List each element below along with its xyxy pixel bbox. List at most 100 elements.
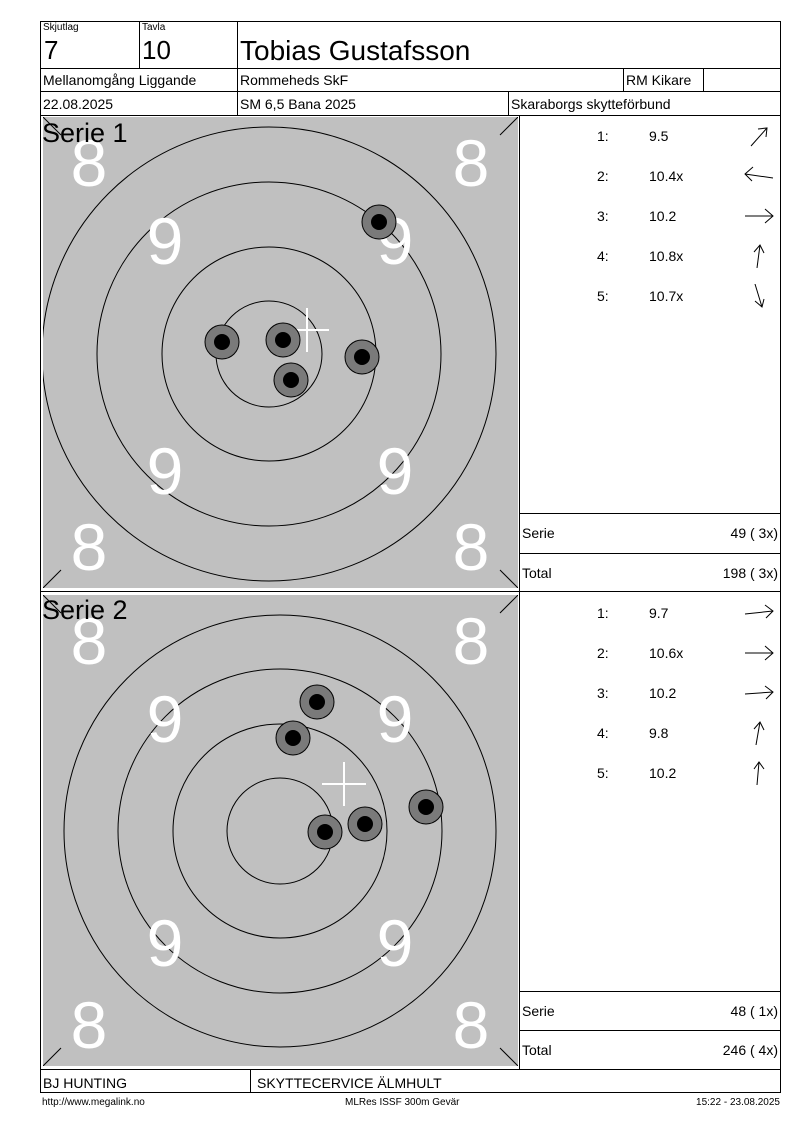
class-name: RM Kikare [626,72,692,88]
shot-value: 10.2 [649,765,677,781]
ring-8 [63,614,497,1048]
hit-marker [347,806,383,842]
target-serie-2: 8 8 9 9 9 9 8 8 [43,595,518,1066]
hit-marker [204,324,240,360]
ring-number: 9 [147,682,184,756]
shot-number: 4: [597,248,609,264]
shot-number: 4: [597,725,609,741]
ring-8 [43,126,497,582]
target-serie-1: 8 8 9 9 9 9 8 8 [43,117,518,588]
shot-number: 5: [597,765,609,781]
footer-url[interactable]: http://www.megalink.no [42,1097,145,1108]
shot-value: 10.8x [649,248,684,264]
ring-number: 8 [453,988,490,1062]
shot-number: 1: [597,128,609,144]
total-score: 246 ( 4x) [722,1042,778,1058]
shot-value: 10.2 [649,685,677,701]
shot-value: 9.7 [649,605,669,621]
shot-row: 3: 10.2 [521,204,779,226]
arrow-up-icon [753,244,765,268]
serie-score: 48 ( 1x) [730,1003,778,1019]
serie-label: Serie [522,525,555,541]
ring-9 [96,181,442,527]
hit-marker [408,789,444,825]
shot-value: 10.2 [649,208,677,224]
shot-row: 2: 10.6x [521,641,779,663]
shot-number: 1: [597,605,609,621]
skjutlag-value: 7 [44,35,59,65]
shot-row: 1: 9.7 [521,601,779,623]
shot-row: 3: 10.2 [521,681,779,703]
target-background [43,595,518,1066]
hit-marker [265,322,301,358]
hit-marker [361,204,397,240]
print-timestamp: 15:22 - 23.08.2025 [696,1097,780,1108]
arrow-up-icon [753,761,765,785]
competition-name: SM 6,5 Bana 2025 [240,96,356,112]
ring-number: 8 [71,126,108,200]
ring-number: 9 [377,682,414,756]
shot-number: 5: [597,288,609,304]
shot-value: 10.6x [649,645,684,661]
total-label: Total [522,1042,552,1058]
sponsor-left: BJ HUNTING [43,1075,127,1091]
shot-row: 5: 10.2 [521,761,779,785]
shot-number: 3: [597,685,609,701]
ring-number: 9 [147,204,184,278]
shot-row: 4: 9.8 [521,721,779,745]
club-name: Rommeheds SkF [240,72,349,88]
hit-marker [275,720,311,756]
shot-row: 4: 10.8x [521,244,779,268]
ring-number: 9 [147,906,184,980]
skjutlag-label: Skjutlag [43,22,79,33]
sponsor-right: SKYTTECERVICE ÄLMHULT [257,1075,442,1091]
shot-number: 2: [597,645,609,661]
arrow-right-icon [745,208,774,224]
total-score: 198 ( 3x) [722,565,778,581]
shot-row: 1: 9.5 [521,124,779,147]
total-label: Total [522,565,552,581]
shot-number: 3: [597,208,609,224]
arrow-right-icon [744,685,774,700]
ring-9 [117,668,443,994]
ring-10 [172,723,388,939]
arrow-left-icon [744,166,774,182]
ring-number: 8 [71,604,108,678]
shot-number: 2: [597,168,609,184]
ring-number: 8 [453,126,490,200]
hit-marker [273,362,309,398]
series-title: Serie 2 [42,595,128,625]
shot-row: 2: 10.4x [521,164,779,186]
arrow-up-icon [753,721,765,745]
shot-value: 10.4x [649,168,684,184]
tavla-label: Tavla [142,22,166,33]
shot-value: 9.8 [649,725,669,741]
ring-number: 9 [147,434,184,508]
organizer-name: Skaraborgs skytteförbund [511,96,671,112]
shot-row: 5: 10.7x [521,284,779,308]
arrow-up-right-icon [750,127,768,147]
tavla-value: 10 [142,35,171,65]
hit-marker [344,339,380,375]
target-center-cross [322,762,366,806]
arrow-right-icon [745,645,774,661]
date: 22.08.2025 [43,96,114,112]
serie-label: Serie [522,1003,555,1019]
arrow-right-icon [744,604,774,619]
shot-value: 10.7x [649,288,684,304]
software-name: MLRes ISSF 300m Gevär [345,1097,460,1108]
round-name: Mellanomgång Liggande [43,72,197,88]
ring-number: 9 [377,906,414,980]
hit-marker [299,684,335,720]
serie-score: 49 ( 3x) [730,525,778,541]
ring-number: 8 [453,604,490,678]
hit-marker [307,814,343,850]
ring-number: 9 [377,434,414,508]
ring-number: 8 [71,510,108,584]
ring-number: 8 [453,510,490,584]
arrow-down-icon [754,284,765,308]
ring-number: 8 [71,988,108,1062]
shot-value: 9.5 [649,128,669,144]
shooter-name: Tobias Gustafsson [240,35,471,66]
series-title: Serie 1 [42,118,128,148]
